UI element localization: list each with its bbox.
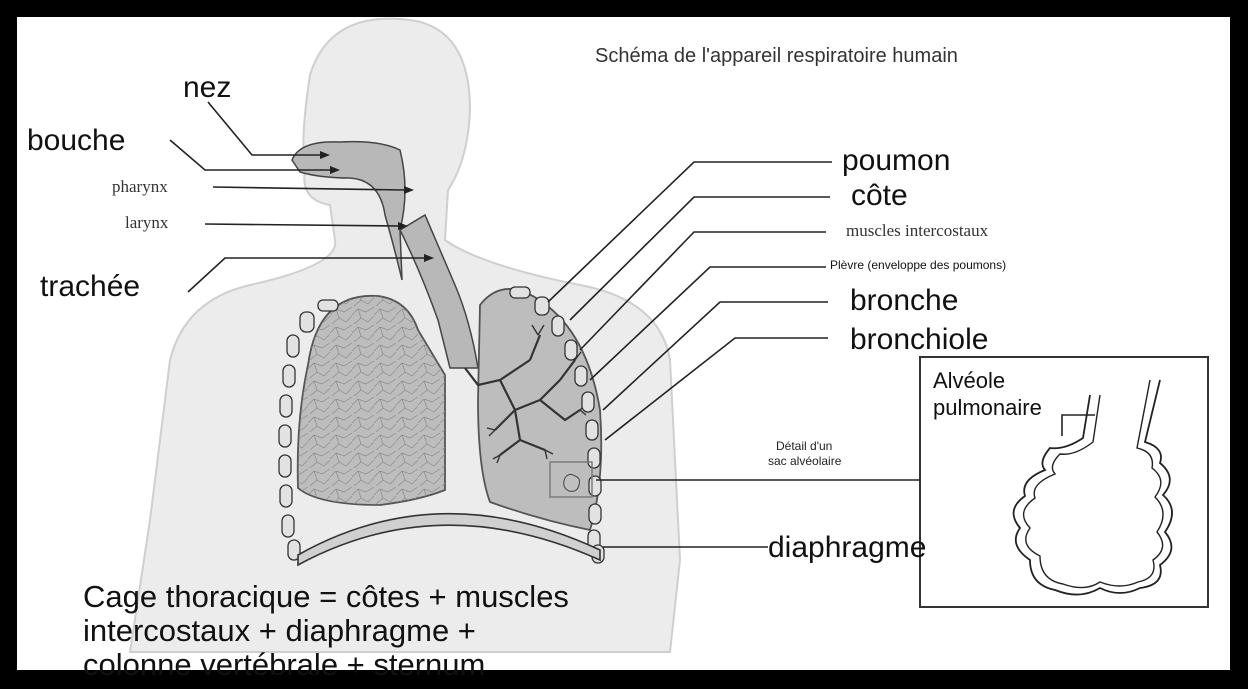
label-alveole-line1: Alvéole: [933, 370, 1005, 392]
label-cote: côte: [851, 181, 908, 211]
label-bronche: bronche: [850, 286, 958, 316]
label-trachee: trachée: [40, 272, 140, 302]
label-nez: nez: [183, 73, 231, 103]
footer-line-2: intercostaux + diaphragme +: [83, 614, 569, 648]
label-detail-line2: sac alvéolaire: [768, 455, 841, 467]
label-bouche: bouche: [27, 126, 125, 156]
diagram-title: Schéma de l'appareil respiratoire humain: [595, 46, 958, 66]
label-pharynx: pharynx: [112, 178, 168, 195]
thoracic-cage-note: Cage thoracique = côtes + muscles interc…: [83, 580, 569, 682]
label-plevre: Plèvre (enveloppe des poumons): [830, 259, 1006, 271]
footer-line-3: colonne vertébrale + sternum: [83, 648, 569, 682]
label-larynx: larynx: [125, 214, 168, 231]
label-alveole-line2: pulmonaire: [933, 397, 1042, 419]
label-poumon: poumon: [842, 146, 950, 176]
label-diaphragme: diaphragme: [768, 533, 926, 563]
label-bronchiole: bronchiole: [850, 325, 988, 355]
footer-line-1: Cage thoracique = côtes + muscles: [83, 580, 569, 614]
label-muscles-intercostaux: muscles intercostaux: [846, 222, 988, 239]
label-detail-line1: Détail d'un: [776, 440, 832, 452]
